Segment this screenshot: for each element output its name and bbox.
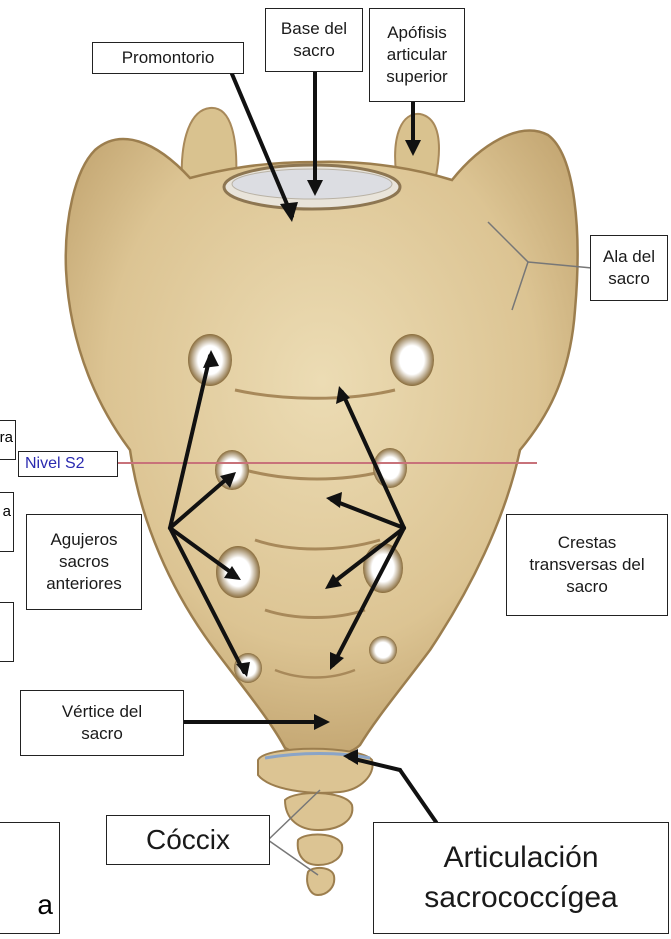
- edge-fragment-4: a: [0, 822, 60, 934]
- label-agujeros-sacros: Agujeros sacros anteriores: [26, 514, 142, 610]
- foramen-r1: [390, 334, 434, 386]
- foramen-r4: [369, 636, 397, 664]
- edge-fragment-1: ra: [0, 420, 16, 460]
- edge-fragment-3: [0, 602, 14, 662]
- label-coccix: Cóccix: [106, 815, 270, 865]
- label-promontorio: Promontorio: [92, 42, 244, 74]
- label-ala-del-sacro: Ala del sacro: [590, 235, 668, 301]
- label-apofisis-articular: Apófisis articular superior: [369, 8, 465, 102]
- label-vertice-del-sacro: Vértice del sacro: [20, 690, 184, 756]
- sacrum-body: [66, 131, 578, 757]
- foramen-l3: [216, 546, 260, 598]
- label-crestas-transversas: Crestas transversas del sacro: [506, 514, 668, 616]
- label-nivel-s2: Nivel S2: [18, 451, 118, 477]
- label-base-del-sacro: Base del sacro: [265, 8, 363, 72]
- edge-fragment-2: a: [0, 492, 14, 552]
- label-articulacion-sacrococcigea: Articulación sacrococcígea: [373, 822, 669, 934]
